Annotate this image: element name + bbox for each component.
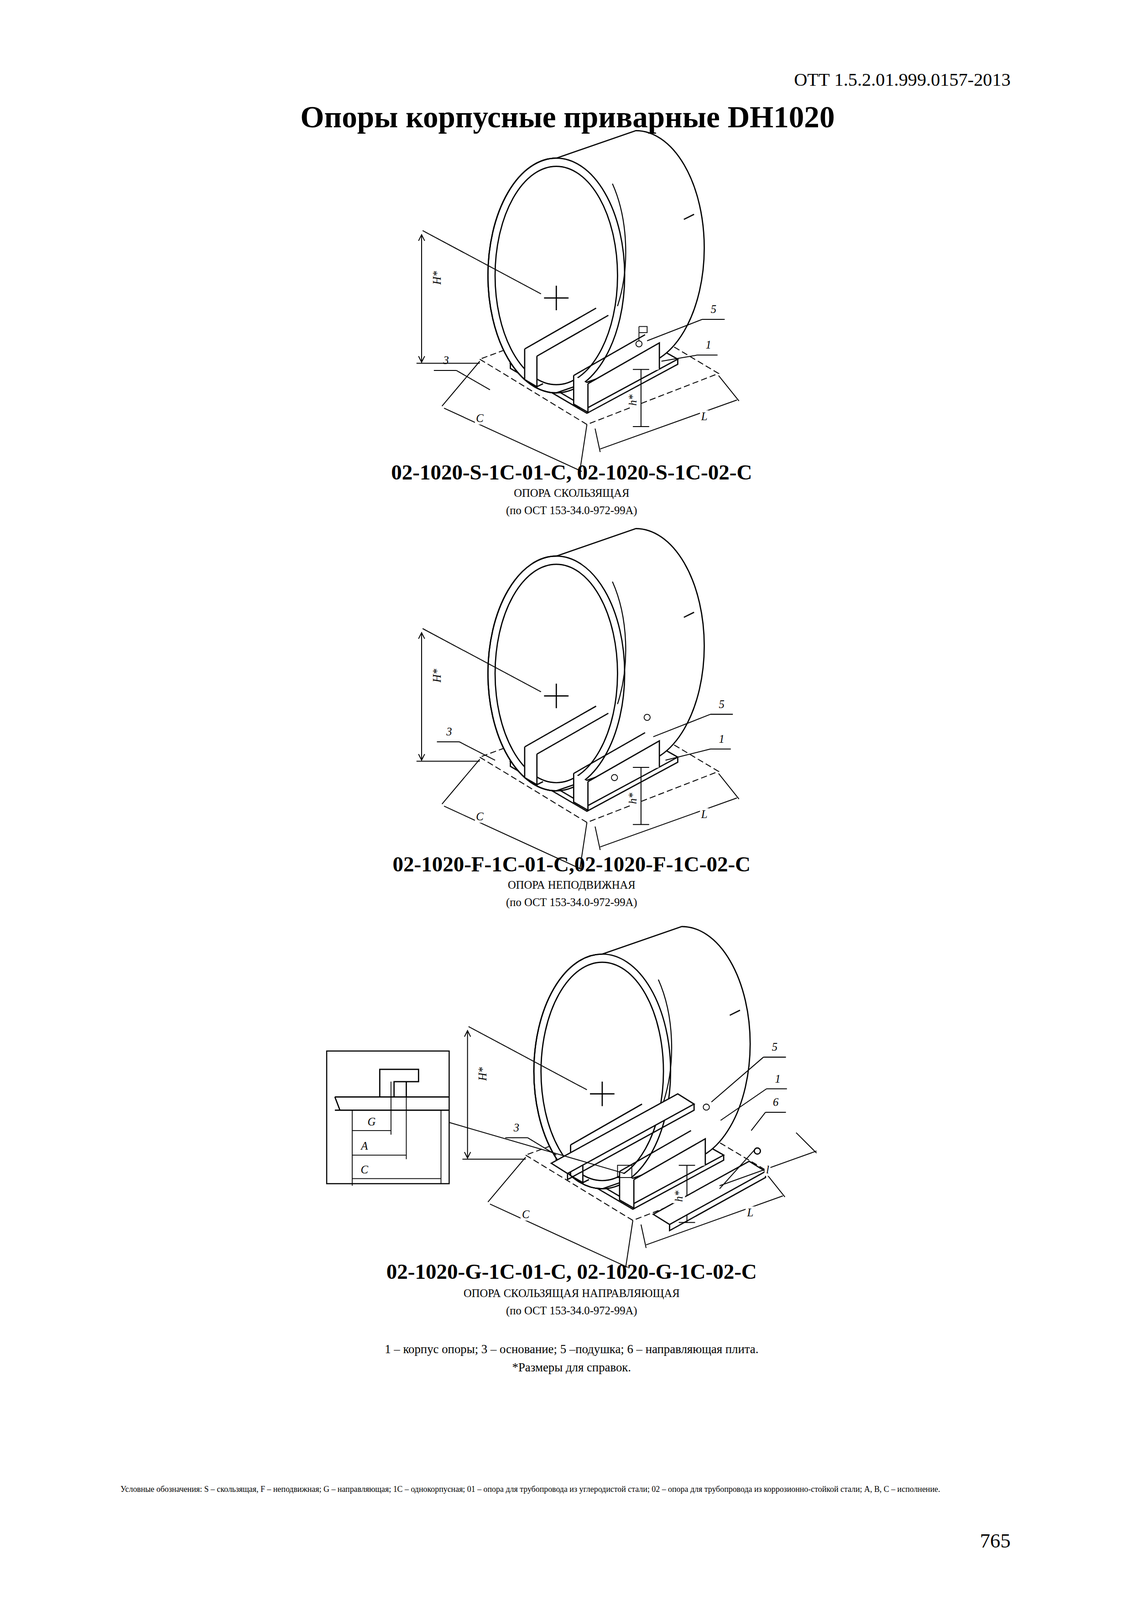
dimension-label: H* [476, 1065, 490, 1082]
dimension-label: C [474, 810, 485, 823]
dimension-label: C [520, 1208, 531, 1221]
dimension-label: C [360, 1163, 368, 1176]
callout-number: 5 [710, 302, 717, 316]
figure-caption: 02-1020-S-1C-01-C, 02-1020-S-1C-02-C [391, 460, 752, 485]
parts-legend: 1 – корпус опоры; 3 – основание; 5 –поду… [384, 1342, 759, 1357]
figure-caption: 02-1020-G-1C-01-C, 02-1020-G-1C-02-C [386, 1260, 757, 1284]
dimension-label: h* [672, 1189, 685, 1204]
dimension-label: h* [626, 791, 639, 806]
callout-number: 5 [772, 1041, 778, 1054]
page-number: 765 [980, 1530, 1011, 1553]
dimension-label: h* [626, 393, 639, 408]
footnote: Условные обозначения: S – скользящая, F … [120, 1485, 1019, 1495]
figure-subcaption: ОПОРА СКОЛЬЗЯЩАЯ НАПРАВЛЯЮЩАЯ [463, 1287, 680, 1300]
page-title: Опоры корпусные приварные DН1020 [300, 100, 835, 135]
dimension-label: G [367, 1115, 376, 1128]
callout-number: 5 [719, 698, 725, 711]
callout-number: 1 [719, 732, 725, 746]
doc-number: ОТТ 1.5.2.01.999.0157-2013 [793, 69, 1011, 90]
callout-number: 3 [446, 725, 452, 738]
dimension-label: A [360, 1140, 368, 1153]
callout-number: 3 [513, 1121, 520, 1135]
dimension-label: L [745, 1206, 755, 1219]
dimension-label: C [474, 412, 485, 425]
figure-caption: 02-1020-F-1C-01-C,02-1020-F-1C-02-C [392, 852, 751, 877]
callout-number: 3 [443, 354, 449, 367]
standard-ref: (по ОСТ 153-34.0-972-99А) [506, 1304, 637, 1317]
dimension-label: L [699, 410, 710, 423]
dimension-label: L [699, 808, 710, 821]
dimension-label: H* [430, 269, 444, 286]
dimension-label: l [764, 1163, 771, 1176]
callout-number: 1 [775, 1072, 781, 1086]
figure-subcaption: ОПОРА НЕПОДВИЖНАЯ [507, 878, 636, 892]
note: *Размеры для справок. [512, 1361, 632, 1375]
callout-number: 6 [772, 1096, 779, 1109]
dimension-label: H* [430, 667, 444, 684]
callout-number: 1 [705, 339, 711, 352]
figure-subcaption: ОПОРА СКОЛЬЗЯЩАЯ [513, 486, 630, 500]
standard-ref: (по ОСТ 153-34.0-972-99А) [506, 896, 637, 909]
standard-ref: (по ОСТ 153-34.0-972-99А) [506, 504, 637, 517]
